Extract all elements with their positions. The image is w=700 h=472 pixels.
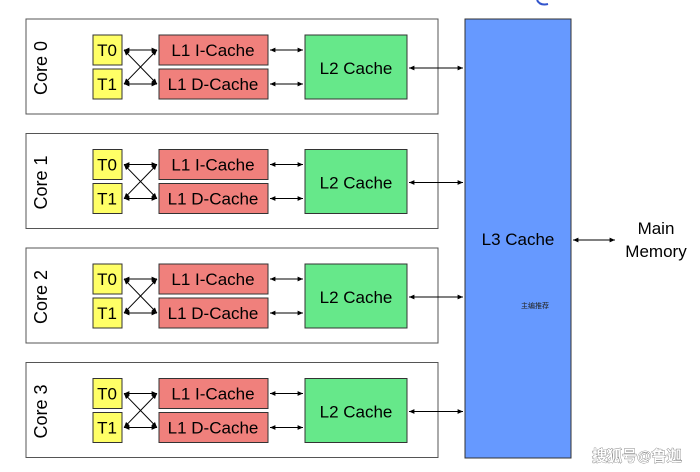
core-3-l1-icache-box: [158, 378, 269, 409]
core-0-thread-l1-connector: [123, 49, 158, 85]
core-2-l2-label: L2 Cache: [320, 288, 393, 307]
core-3-thread-1-label: T1: [97, 419, 117, 438]
core-3-l1-icache-label: L1 I-Cache: [171, 385, 254, 404]
core-2-l1-icache-label: L1 I-Cache: [171, 270, 254, 289]
core-3-thread-0-label: T0: [97, 385, 117, 404]
watermark: 搜狐号@鲁迦: [592, 447, 682, 465]
core-3-l1-dcache-box: [158, 412, 269, 443]
main-memory-label-line2: Memory: [625, 242, 687, 261]
core-2-l1-icache-box: [158, 263, 269, 295]
core-2-thread-l1-connector: [123, 278, 158, 314]
core-1-thread-1-label: T1: [97, 190, 117, 209]
core-3-l2-label: L2 Cache: [320, 403, 393, 422]
core-1-thread-0-box: [92, 149, 123, 180]
core-3-thread-l1-connector: [123, 393, 158, 428]
core-1-l2-box: [304, 149, 408, 214]
core-0-thread-0-label: T0: [97, 41, 117, 60]
core-1-thread-0-label: T0: [97, 156, 117, 175]
core-3-thread-0-box: [92, 378, 123, 409]
l3-cache-small-text: 主编推荐: [521, 301, 549, 310]
core-1-thread-l1-connector: [123, 164, 158, 199]
core-2-label: Core 2: [31, 270, 51, 324]
core-1-l1-dcache-label: L1 D-Cache: [168, 190, 259, 209]
core-2-l1-dcache-label: L1 D-Cache: [168, 304, 259, 323]
core-0-label: Core 0: [31, 41, 51, 95]
core-1-l1-dcache-box: [158, 183, 269, 214]
core-3-thread-1-box: [92, 412, 123, 443]
core-1-l2-label: L2 Cache: [320, 174, 393, 193]
core-2-l2-box: [304, 263, 408, 329]
core-3-label: Core 3: [31, 384, 51, 438]
core-0-l2-label: L2 Cache: [320, 59, 393, 78]
core-2-thread-0-label: T0: [97, 270, 117, 289]
core-1-l1-icache-label: L1 I-Cache: [171, 156, 254, 175]
core-2-thread-0-box: [92, 263, 123, 295]
core-0-l2-box: [304, 34, 408, 100]
core-0-thread-1-label: T1: [97, 75, 117, 94]
l3-cache-box: [464, 18, 572, 459]
core-3-l1-dcache-label: L1 D-Cache: [168, 419, 259, 438]
core-1-label: Core 1: [31, 155, 51, 209]
core-0-l1-dcache-label: L1 D-Cache: [168, 75, 259, 94]
core-3-l2-box: [304, 378, 408, 443]
l3-cache-label: L3 Cache: [482, 230, 555, 249]
core-0-l1-icache-label: L1 I-Cache: [171, 41, 254, 60]
core-2-thread-1-label: T1: [97, 304, 117, 323]
title-fragment: [536, 0, 549, 6]
core-1-thread-1-box: [92, 183, 123, 214]
main-memory-label-line1: Main: [638, 219, 675, 238]
core-0-l1-dcache-box: [158, 68, 269, 100]
core-2-l1-dcache-box: [158, 297, 269, 329]
core-0-thread-1-box: [92, 68, 123, 100]
core-0-thread-0-box: [92, 34, 123, 66]
core-1-l1-icache-box: [158, 149, 269, 180]
core-0-l1-icache-box: [158, 34, 269, 66]
core-2-thread-1-box: [92, 297, 123, 329]
